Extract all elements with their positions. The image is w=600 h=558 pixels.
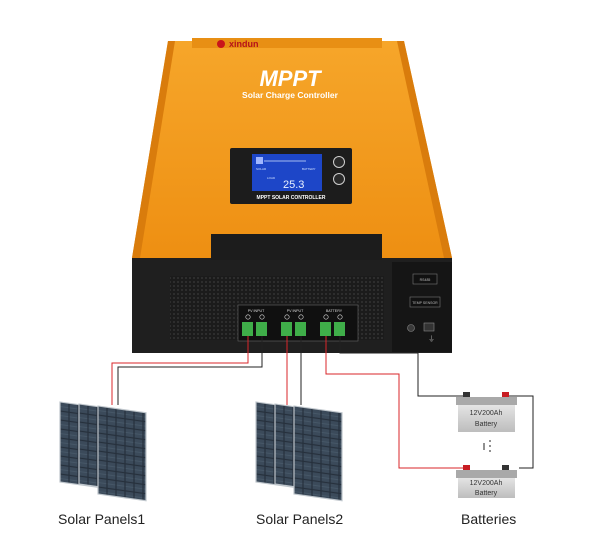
terminal-4[interactable]	[295, 322, 306, 336]
display-panel: SOLAR BATTERY LOAD 25.3 MPPT SOLAR CONTR…	[230, 148, 352, 204]
rs485-port[interactable]	[412, 273, 438, 285]
battery-1-terminal-positive	[502, 392, 509, 398]
temp-sensor-port[interactable]	[409, 296, 441, 308]
terminal-6[interactable]	[334, 322, 345, 336]
top-vent	[211, 234, 382, 260]
wire-pv1-negative	[117, 336, 263, 405]
lcd-solar-label: SOLAR	[256, 167, 267, 171]
battery-2-body	[458, 478, 515, 498]
wire-pv1-positive	[111, 336, 249, 405]
battery-1-label: Battery	[475, 421, 498, 428]
caption-solar-panels-2: Solar Panels2	[256, 511, 344, 527]
wiring	[111, 336, 534, 469]
lcd-value: 25.3	[283, 179, 304, 191]
terminal-label-pv1: PV INPUT	[248, 309, 265, 313]
temp-sensor-label: TEMP SENSOR	[412, 301, 438, 305]
terminal-5[interactable]	[320, 322, 331, 336]
terminal-block: PV INPUT PV INPUT BATTERY	[237, 304, 359, 342]
switch[interactable]	[423, 322, 435, 332]
display-label: MPPT SOLAR CONTROLLER	[257, 195, 326, 201]
solar-panel-2c	[293, 405, 343, 502]
solar-panels-1	[59, 401, 147, 502]
battery-1-body	[458, 405, 515, 432]
wire-battery-negative	[339, 336, 463, 397]
battery-1-capacity: 12V200Ah	[470, 410, 503, 417]
solar-icon	[256, 157, 263, 164]
lcd-load-label: LOAD	[267, 176, 276, 180]
product-title: MPPT	[259, 66, 322, 91]
terminal-2[interactable]	[256, 322, 267, 336]
solar-panels-2	[255, 401, 343, 502]
product-subtitle: Solar Charge Controller	[242, 90, 339, 100]
fuse-icons	[245, 314, 343, 320]
caption-solar-panels-1: Solar Panels1	[58, 511, 146, 527]
controller-top-strip	[192, 38, 382, 48]
wire-battery-link-1	[507, 395, 534, 469]
lcd-battery-label: BATTERY	[302, 167, 316, 171]
battery-2: 12V200Ah Battery	[456, 465, 517, 498]
battery-2-terminal-positive	[463, 465, 470, 471]
ground-terminal	[407, 324, 415, 332]
terminal-screws	[242, 322, 345, 336]
battery-1-lid	[456, 397, 517, 405]
battery-ellipsis	[489, 440, 491, 452]
brand-logo-icon	[217, 40, 225, 48]
solar-panel-1c	[97, 405, 147, 502]
wire-battery-positive	[325, 336, 463, 469]
set-button[interactable]	[333, 173, 345, 185]
lcd-screen	[252, 154, 322, 191]
battery-2-label: Battery	[475, 490, 498, 497]
brand-name: xindun	[229, 39, 259, 49]
terminal-label-battery: BATTERY	[326, 309, 343, 313]
ground-icon: ⏚	[428, 335, 435, 343]
battery-2-lid	[456, 470, 517, 478]
battery-1: 12V200Ah Battery	[456, 392, 517, 432]
terminal-1[interactable]	[242, 322, 253, 336]
menu-button[interactable]	[333, 156, 345, 168]
battery-2-terminal-negative	[502, 465, 509, 471]
controller-right-edge	[397, 41, 452, 258]
terminal-3[interactable]	[281, 322, 292, 336]
brand-logo: xindun	[217, 39, 259, 49]
charge-controller: xindun MPPT Solar Charge Controller SOLA…	[132, 38, 452, 353]
controller-left-edge	[132, 41, 175, 258]
battery-1-terminal-negative	[463, 392, 470, 398]
battery-2-capacity: 12V200Ah	[470, 480, 503, 487]
caption-batteries: Batteries	[461, 511, 517, 527]
terminal-label-pv2: PV INPUT	[287, 309, 304, 313]
rs485-label: RS485	[420, 278, 431, 282]
